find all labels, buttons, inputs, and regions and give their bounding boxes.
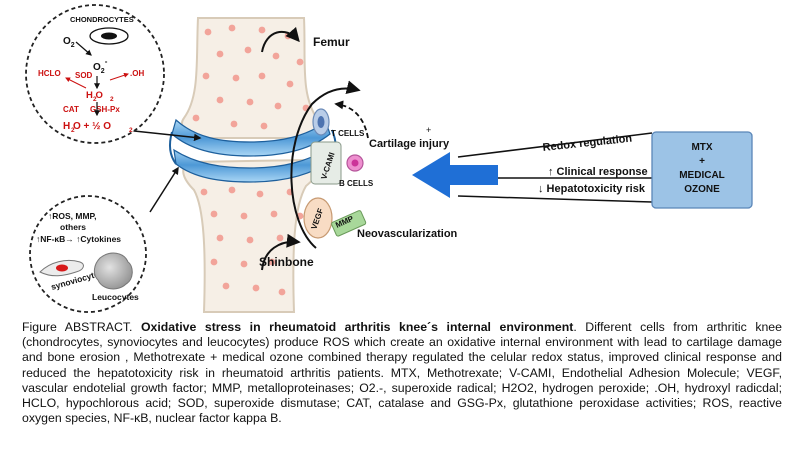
mtx-ozone-box: [651, 131, 753, 209]
box-line-1: MTX: [691, 142, 712, 153]
others-label: others: [60, 222, 86, 232]
joint-arc: [290, 80, 361, 249]
chondrocytes-label: CHONDROCYTES: [70, 15, 134, 24]
cartilage-upper: [171, 118, 331, 157]
neovascularization-label: Neovascularization: [357, 228, 458, 240]
femur-bone: [181, 17, 320, 139]
hepato-label: ↓ Hepatotoxicity risk: [538, 183, 646, 195]
chondrocyte-callout: [25, 4, 165, 144]
t-cell-nucleus-icon: [317, 116, 325, 128]
leucocytes-label: Leucocytes: [92, 292, 139, 302]
cartilage-injury-label: Cartilage injury: [369, 138, 450, 150]
treatment-arrow: [412, 152, 498, 198]
hclo-arrow: [65, 77, 87, 89]
knee-joint: [168, 17, 337, 313]
leucocyte-icon: [93, 252, 133, 290]
o2-arrow: [75, 41, 92, 56]
redox-label: Redox regulation: [542, 133, 633, 154]
vcami-box: [310, 141, 342, 185]
redox-line: [457, 132, 653, 158]
synoviocyte-nucleus-icon: [56, 264, 68, 272]
figure-caption: Figure ABSTRACT. Oxidative stress in rhe…: [22, 320, 782, 426]
bottom-callout-connector: [149, 166, 179, 213]
water-oxygen-label: H O + ½ O: [63, 121, 111, 132]
cartilage-injury-arrow: [334, 100, 369, 139]
shinbone-label: Shinbone: [259, 255, 314, 269]
b-cell-nucleus-icon: [351, 159, 359, 167]
cat-label: CAT: [63, 105, 79, 114]
hclo-label: HCLO: [38, 69, 61, 78]
shinbone-arrow: [261, 233, 301, 271]
oh-arrow: [109, 72, 129, 81]
oh-label: .OH: [130, 69, 144, 78]
small-plus: +: [426, 125, 431, 135]
t-cells-label: T CELLS: [331, 129, 365, 138]
hepato-line: [457, 195, 653, 203]
gsh-label: GSH-Px: [90, 105, 120, 114]
ros-label: ↑ROS, MMP,: [48, 211, 97, 221]
h2o2-label: H O: [86, 90, 103, 101]
caption-title: Oxidative stress in rheumatoid arthritis…: [140, 320, 574, 334]
box-line-3: MEDICAL: [679, 170, 725, 181]
chondrocyte-nucleus-icon: [101, 32, 117, 40]
femur-arrow: [261, 26, 300, 53]
shinbone-bone: [182, 158, 319, 313]
water-sub: 2: [71, 127, 75, 134]
superoxide-label: O2-: [93, 57, 108, 75]
box-line-2: +: [699, 156, 705, 167]
sod-label: SOD: [75, 71, 93, 80]
box-line-4: OZONE: [684, 184, 720, 195]
nfkb-label: ↑NF-κB→ ↑Cytokines: [36, 234, 121, 244]
ra-knee-diagram: Femur Shinbone Cartilage injury + Neovas…: [25, 4, 753, 313]
immune-cells: T CELLS V-CAMI B CELLS VEGF MMP: [303, 108, 374, 239]
femur-label: Femur: [313, 35, 350, 49]
o2-label: O2: [63, 36, 75, 49]
clinical-label: ↑ Clinical response: [548, 166, 648, 178]
bone-dots: [192, 24, 310, 296]
caption-body: . Different cells from arthritic knee (c…: [22, 320, 782, 426]
h2o2-sub-1: 2: [93, 96, 97, 103]
caption-prefix: Figure ABSTRACT.: [22, 320, 141, 334]
oxygen-sub: 2: [129, 127, 133, 134]
vegf-cell-icon: [303, 197, 333, 239]
h2o2-sub-2: 2: [110, 96, 114, 103]
b-cells-label: B CELLS: [339, 179, 374, 188]
mmp-box: [331, 210, 367, 237]
